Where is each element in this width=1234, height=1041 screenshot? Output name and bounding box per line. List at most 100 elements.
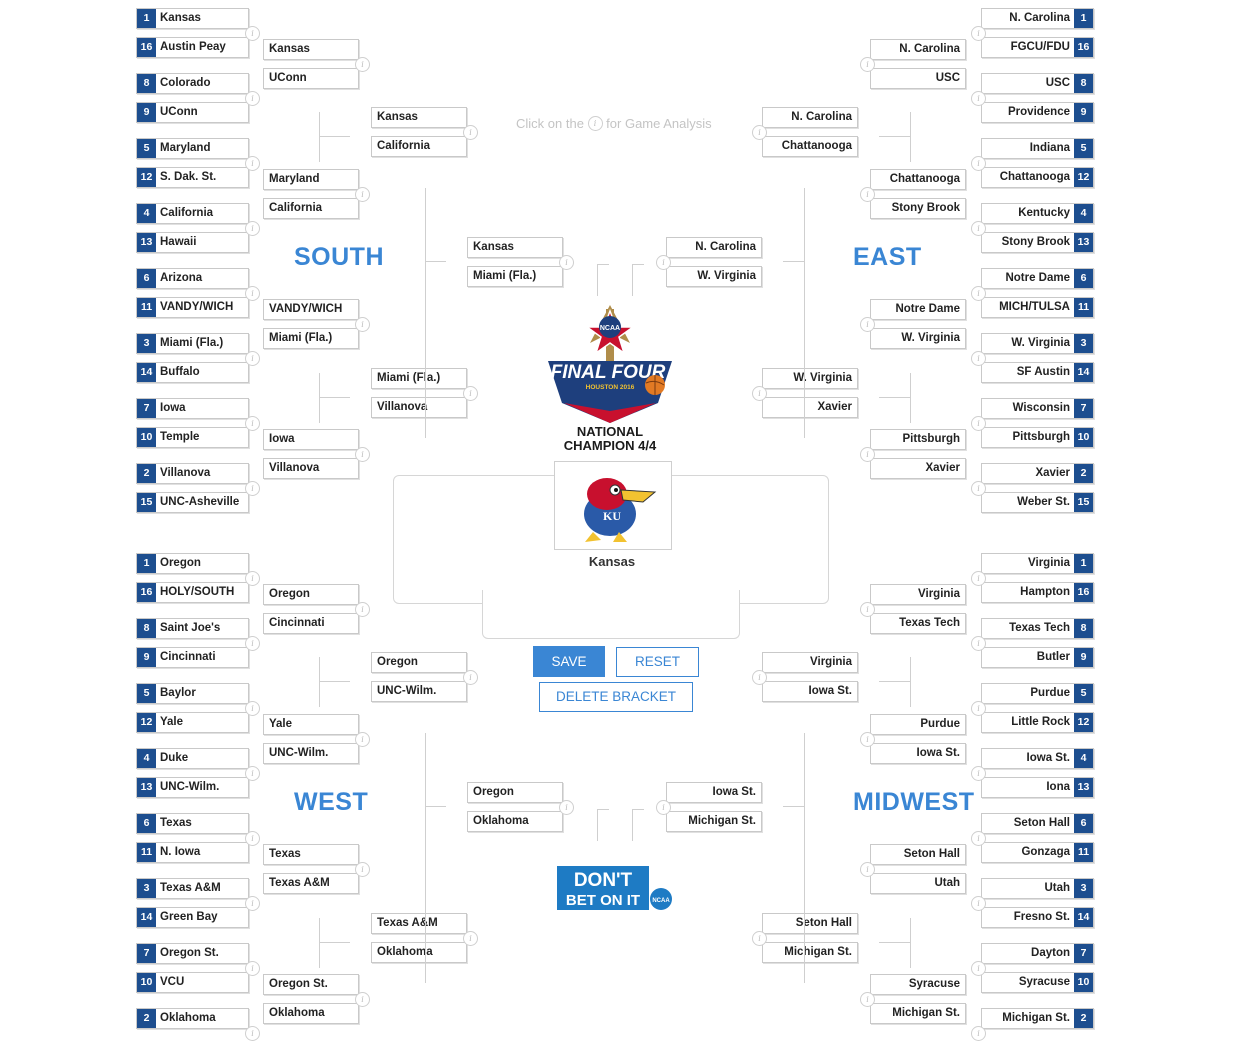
team-slot-south-r4[interactable]: Kansas — [467, 237, 563, 258]
team-slot-east-r3[interactable]: N. Carolina — [762, 107, 858, 128]
team-slot-south-r2[interactable]: Villanova — [263, 458, 359, 479]
team-slot-midwest-r2[interactable]: Virginia — [870, 584, 966, 605]
info-icon[interactable]: i — [971, 571, 986, 586]
team-slot-south-r2[interactable]: Iowa — [263, 429, 359, 450]
info-icon[interactable]: i — [245, 961, 260, 976]
info-icon[interactable]: i — [355, 317, 370, 332]
info-icon[interactable]: i — [860, 187, 875, 202]
info-icon[interactable]: i — [355, 862, 370, 877]
team-slot-midwest-r2[interactable]: Seton Hall — [870, 844, 966, 865]
info-icon[interactable]: i — [355, 57, 370, 72]
team-slot-south-r2[interactable]: UConn — [263, 68, 359, 89]
team-slot-south-r2[interactable]: Miami (Fla.) — [263, 328, 359, 349]
team-slot-east-r4[interactable]: W. Virginia — [666, 266, 762, 287]
info-icon[interactable]: i — [752, 386, 767, 401]
info-icon[interactable]: i — [463, 931, 478, 946]
team-slot-midwest-r3[interactable]: Michigan St. — [762, 942, 858, 963]
team-slot-south-r3[interactable]: California — [371, 136, 467, 157]
info-icon[interactable]: i — [860, 317, 875, 332]
info-icon[interactable]: i — [245, 91, 260, 106]
info-icon[interactable]: i — [355, 732, 370, 747]
info-icon[interactable]: i — [752, 125, 767, 140]
info-icon[interactable]: i — [752, 931, 767, 946]
team-slot-midwest-r4[interactable]: Michigan St. — [666, 811, 762, 832]
team-slot-east-r2[interactable]: Pittsburgh — [870, 429, 966, 450]
info-icon[interactable]: i — [971, 831, 986, 846]
team-slot-east-r2[interactable]: Xavier — [870, 458, 966, 479]
info-icon[interactable]: i — [559, 255, 574, 270]
info-icon[interactable]: i — [463, 670, 478, 685]
team-slot-midwest-r3[interactable]: Virginia — [762, 652, 858, 673]
team-slot-midwest-r4[interactable]: Iowa St. — [666, 782, 762, 803]
team-slot-west-r2[interactable]: Yale — [263, 714, 359, 735]
team-slot-east-r4[interactable]: N. Carolina — [666, 237, 762, 258]
info-icon[interactable]: i — [245, 636, 260, 651]
team-slot-west-r2[interactable]: UNC-Wilm. — [263, 743, 359, 764]
info-icon[interactable]: i — [971, 481, 986, 496]
info-icon[interactable]: i — [355, 992, 370, 1007]
team-slot-west-r2[interactable]: Cincinnati — [263, 613, 359, 634]
info-icon[interactable]: i — [971, 351, 986, 366]
info-icon[interactable]: i — [971, 701, 986, 716]
info-icon[interactable]: i — [656, 255, 671, 270]
info-icon[interactable]: i — [971, 416, 986, 431]
team-slot-west-r4[interactable]: Oregon — [467, 782, 563, 803]
team-slot-east-r2[interactable]: Stony Brook — [870, 198, 966, 219]
team-slot-midwest-r3[interactable]: Iowa St. — [762, 681, 858, 702]
team-slot-west-r3[interactable]: Oklahoma — [371, 942, 467, 963]
info-icon[interactable]: i — [245, 766, 260, 781]
info-icon[interactable]: i — [971, 221, 986, 236]
info-icon[interactable]: i — [245, 286, 260, 301]
team-slot-west-r2[interactable]: Texas A&M — [263, 873, 359, 894]
info-icon[interactable]: i — [245, 1026, 260, 1041]
team-slot-east-r3[interactable]: Chattanooga — [762, 136, 858, 157]
team-slot-midwest-r3[interactable]: Seton Hall — [762, 913, 858, 934]
team-slot-south-r3[interactable]: Villanova — [371, 397, 467, 418]
info-icon[interactable]: i — [971, 896, 986, 911]
team-slot-west-r2[interactable]: Oklahoma — [263, 1003, 359, 1024]
team-slot-south-r2[interactable]: VANDY/WICH — [263, 299, 359, 320]
info-icon[interactable]: i — [971, 766, 986, 781]
info-icon[interactable]: i — [971, 26, 986, 41]
info-icon[interactable]: i — [860, 602, 875, 617]
team-slot-east-r2[interactable]: Chattanooga — [870, 169, 966, 190]
info-icon[interactable]: i — [245, 831, 260, 846]
info-icon[interactable]: i — [559, 800, 574, 815]
team-slot-south-r2[interactable]: California — [263, 198, 359, 219]
team-slot-south-r4[interactable]: Miami (Fla.) — [467, 266, 563, 287]
